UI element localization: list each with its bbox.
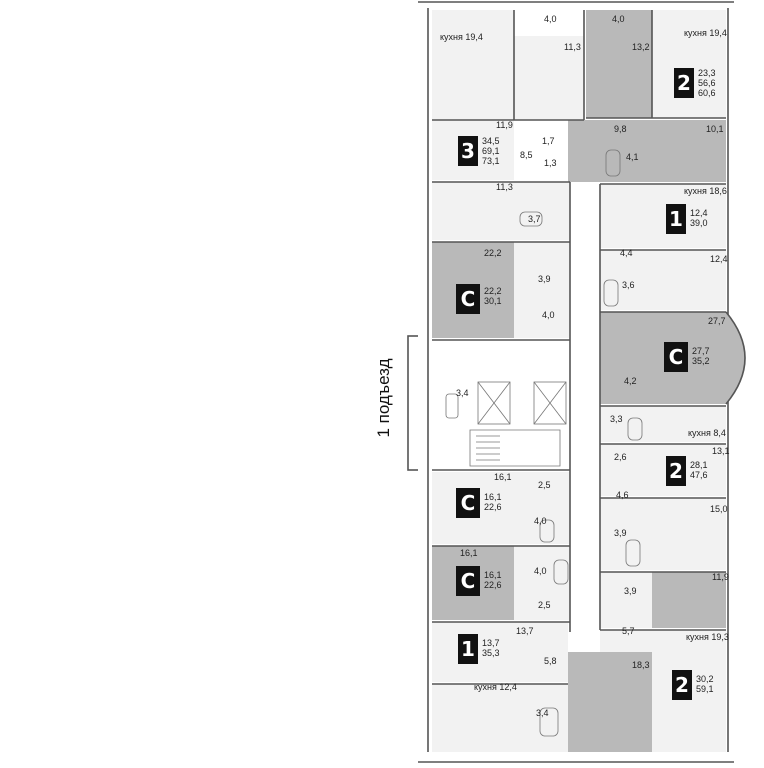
- room-label: 3,7: [528, 214, 541, 224]
- apartment-area: 16,1: [484, 570, 502, 580]
- apartment-area: 34,5: [482, 136, 500, 146]
- svg-text:2: 2: [669, 459, 683, 483]
- apartment-area: 69,1: [482, 146, 500, 156]
- room-label: 4,0: [612, 14, 625, 24]
- apartment-area: 59,1: [696, 684, 714, 694]
- apartment-area: 30,1: [484, 296, 502, 306]
- corridor: [570, 182, 600, 632]
- room-label: кухня 12,4: [474, 682, 517, 692]
- room-label: 1,7: [542, 136, 555, 146]
- apartment-area: 35,2: [692, 356, 710, 366]
- svg-text:С: С: [669, 345, 684, 369]
- svg-text:1: 1: [461, 637, 475, 661]
- svg-text:2: 2: [677, 71, 691, 95]
- room-label: 16,1: [460, 548, 478, 558]
- room-label: 2,5: [538, 600, 551, 610]
- room-label: 11,9: [712, 572, 729, 582]
- apartment-area: 13,7: [482, 638, 500, 648]
- room-label: 1,3: [544, 158, 557, 168]
- room-label: 22,2: [484, 248, 502, 258]
- apartment-badge: [672, 670, 692, 700]
- room-label: 2,5: [538, 480, 551, 490]
- room-label: 11,3: [564, 42, 581, 52]
- apartment-badge: [664, 342, 688, 372]
- room-label: 27,7: [708, 316, 726, 326]
- room-label: кухня 8,4: [688, 428, 726, 438]
- apartment-area: 30,2: [696, 674, 714, 684]
- room-label: 11,3: [496, 182, 513, 192]
- room-label: 3,3: [610, 414, 623, 424]
- room-label: 8,5: [520, 150, 533, 160]
- apartment-badge: [456, 488, 480, 518]
- room-label: 13,1: [712, 446, 730, 456]
- room-label: 18,3: [632, 660, 650, 670]
- room-label: кухня 19,4: [440, 32, 483, 42]
- room-label: 12,4: [710, 254, 728, 264]
- room-label: кухня 19,4: [684, 28, 727, 38]
- apartment-area: 28,1: [690, 460, 708, 470]
- apartment-area: 22,6: [484, 580, 502, 590]
- apartment-badges: 2 23,3 56,6 60,6 3 34,5 69,1 73,1 1 12,4…: [456, 68, 716, 700]
- room-label: 16,1: [494, 472, 512, 482]
- apartment-area: 23,3: [698, 68, 716, 78]
- apartment-area: 22,2: [484, 286, 502, 296]
- room-label: 4,0: [534, 516, 547, 526]
- room-label: 15,0: [710, 504, 728, 514]
- room-label: кухня 19,3: [686, 632, 729, 642]
- room-label: 3,9: [624, 586, 637, 596]
- room-label: 3,6: [622, 280, 635, 290]
- room-label: 4,0: [534, 566, 547, 576]
- right-wing: [568, 10, 746, 752]
- room-labels: кухня 19,4 4,0 4,0 кухня 19,4 11,3 13,2 …: [440, 14, 730, 718]
- room-label: 13,7: [516, 626, 534, 636]
- apartment-area: 12,4: [690, 208, 708, 218]
- room-label: 4,1: [626, 152, 639, 162]
- apartment-badge: [674, 68, 694, 98]
- room-label: 11,9: [496, 120, 513, 130]
- apartment-badge: [456, 284, 480, 314]
- room-label: 2,6: [614, 452, 627, 462]
- apartment-area: 60,6: [698, 88, 716, 98]
- apartment-badge: [456, 566, 480, 596]
- room-label: 9,8: [614, 124, 627, 134]
- room-label: 13,2: [632, 42, 650, 52]
- left-wing: [432, 10, 584, 752]
- svg-text:С: С: [461, 569, 476, 593]
- apartment-area: 56,6: [698, 78, 716, 88]
- room-label: 3,4: [456, 388, 469, 398]
- room-label: 3,9: [538, 274, 551, 284]
- room-label: 5,8: [544, 656, 557, 666]
- apartment-badge: [666, 204, 686, 234]
- wall-lines: [432, 10, 726, 685]
- apartment-area: 39,0: [690, 218, 708, 228]
- room-label: 4,6: [616, 490, 629, 500]
- apartment-area: 27,7: [692, 346, 710, 356]
- room-label: 3,4: [536, 708, 549, 718]
- apartment-badge: [458, 136, 478, 166]
- apartment-area: 16,1: [484, 492, 502, 502]
- apartment-area: 73,1: [482, 156, 500, 166]
- room-label: 5,7: [622, 626, 635, 636]
- room-label: 3,9: [614, 528, 627, 538]
- fixtures: [445, 149, 643, 737]
- apartment-badge: [458, 634, 478, 664]
- svg-text:2: 2: [675, 673, 689, 697]
- apartment-area: 22,6: [484, 502, 502, 512]
- apartment-badge: [666, 456, 686, 486]
- apartment-area: 35,3: [482, 648, 500, 658]
- svg-text:С: С: [461, 287, 476, 311]
- svg-text:1: 1: [669, 207, 683, 231]
- room-label: кухня 18,6: [684, 186, 727, 196]
- room-label: 4,0: [542, 310, 555, 320]
- room-label: 4,2: [624, 376, 637, 386]
- room-label: 10,1: [706, 124, 724, 134]
- svg-text:С: С: [461, 491, 476, 515]
- room-label: 4,4: [620, 248, 633, 258]
- room-label: 4,0: [544, 14, 557, 24]
- entrance-label: 1 подъезд: [374, 358, 393, 437]
- svg-text:3: 3: [461, 139, 475, 163]
- apartment-area: 47,6: [690, 470, 708, 480]
